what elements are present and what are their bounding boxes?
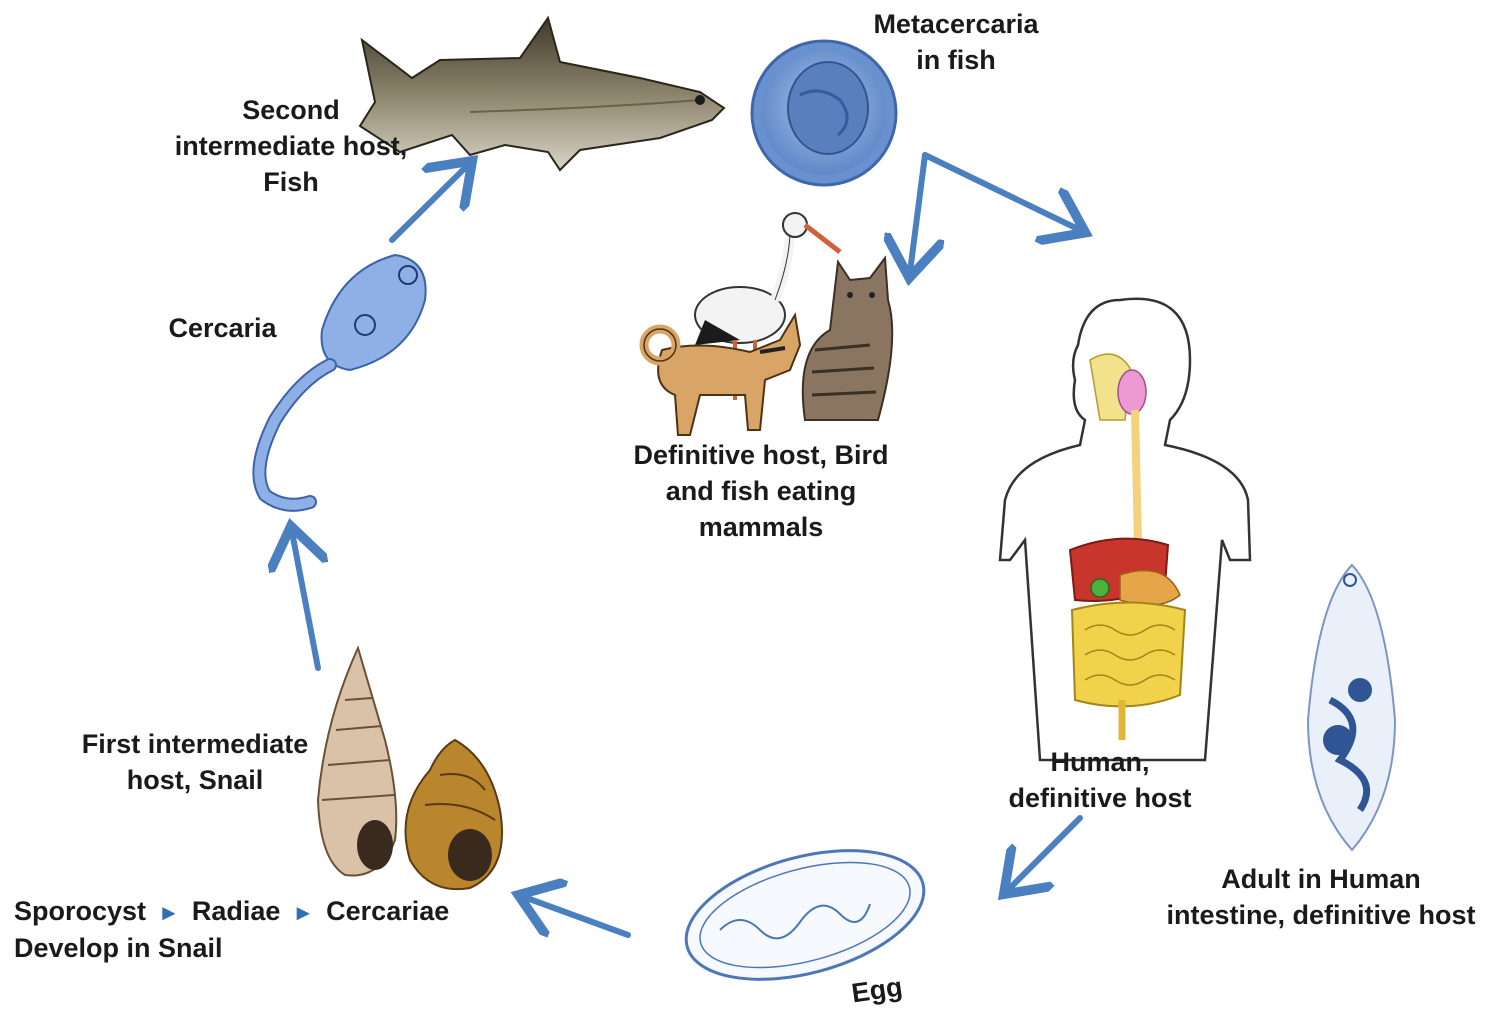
develop-in-snail-label: Develop in Snail [14, 930, 223, 966]
arrow-human-to-egg [1008, 818, 1080, 890]
adult-fluke-icon [1308, 565, 1395, 850]
arrow-egg-to-snail [524, 897, 628, 935]
metacercaria-label: Metacercaria in fish [856, 6, 1056, 78]
arrow-cyst-to-animals [910, 155, 925, 272]
definitive-host-animals-label: Definitive host, Bird and fish eating ma… [605, 437, 917, 545]
first-intermediate-host-label: First intermediate host, Snail [55, 726, 335, 798]
stage-arrow-icon: ► [292, 895, 314, 931]
sporocyst-label: Sporocyst [14, 896, 146, 926]
stage-arrow-icon: ► [158, 895, 180, 931]
cercaria-label: Cercaria [155, 310, 290, 346]
snail-round-icon [406, 740, 503, 889]
cat-icon [803, 258, 892, 420]
arrow-snail-to-cercaria [292, 532, 318, 668]
human-definitive-host-label: Human, definitive host [985, 744, 1215, 816]
radiae-label: Radiae [192, 896, 281, 926]
cercaria-icon [259, 255, 425, 505]
human-digestive-icon [1000, 299, 1250, 760]
arrow-cyst-to-human [925, 155, 1080, 230]
adult-in-human-label: Adult in Human intestine, definitive hos… [1140, 861, 1502, 933]
snail-stages-row: Sporocyst ► Radiae ► Cercariae [14, 893, 449, 931]
second-intermediate-host-label: Second intermediate host, Fish [150, 92, 432, 200]
cercariae-label: Cercariae [326, 896, 449, 926]
